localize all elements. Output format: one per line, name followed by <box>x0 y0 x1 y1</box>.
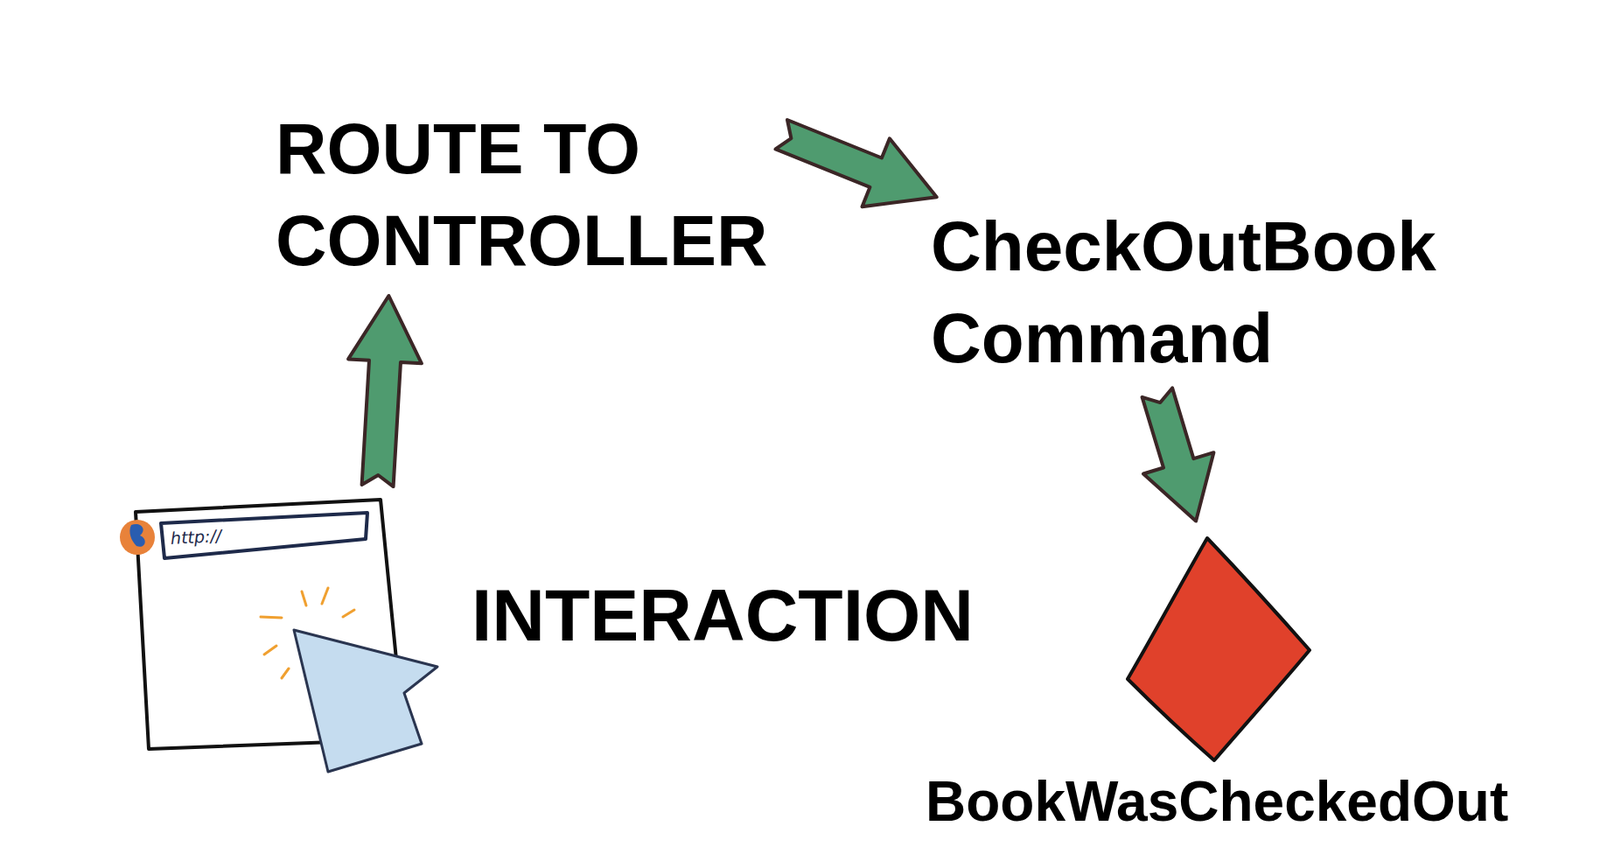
browser-icon-globe <box>129 524 145 547</box>
interaction-step: INTERACTION <box>120 494 987 757</box>
mouse-cursor <box>293 629 438 772</box>
diamond-outline <box>1127 537 1310 761</box>
flow-arrow <box>1142 387 1215 521</box>
url-bar <box>160 512 368 559</box>
step-label: ROUTE TO CONTROLLER <box>275 103 774 287</box>
step-label: INTERACTION <box>471 571 987 659</box>
step-label: BookWasCheckedOut <box>925 768 1531 835</box>
command-step: CheckOutBook Command <box>930 200 1442 385</box>
event-diamond: BookWasCheckedOut <box>918 529 1531 839</box>
url-text: http:// <box>169 525 222 548</box>
route-step: ROUTE TO CONTROLLER <box>275 103 774 287</box>
flow-arrow <box>775 119 937 207</box>
flow-arrow <box>348 295 422 487</box>
browser-icon <box>119 519 155 555</box>
step-label: CheckOutBook Command <box>930 200 1442 385</box>
